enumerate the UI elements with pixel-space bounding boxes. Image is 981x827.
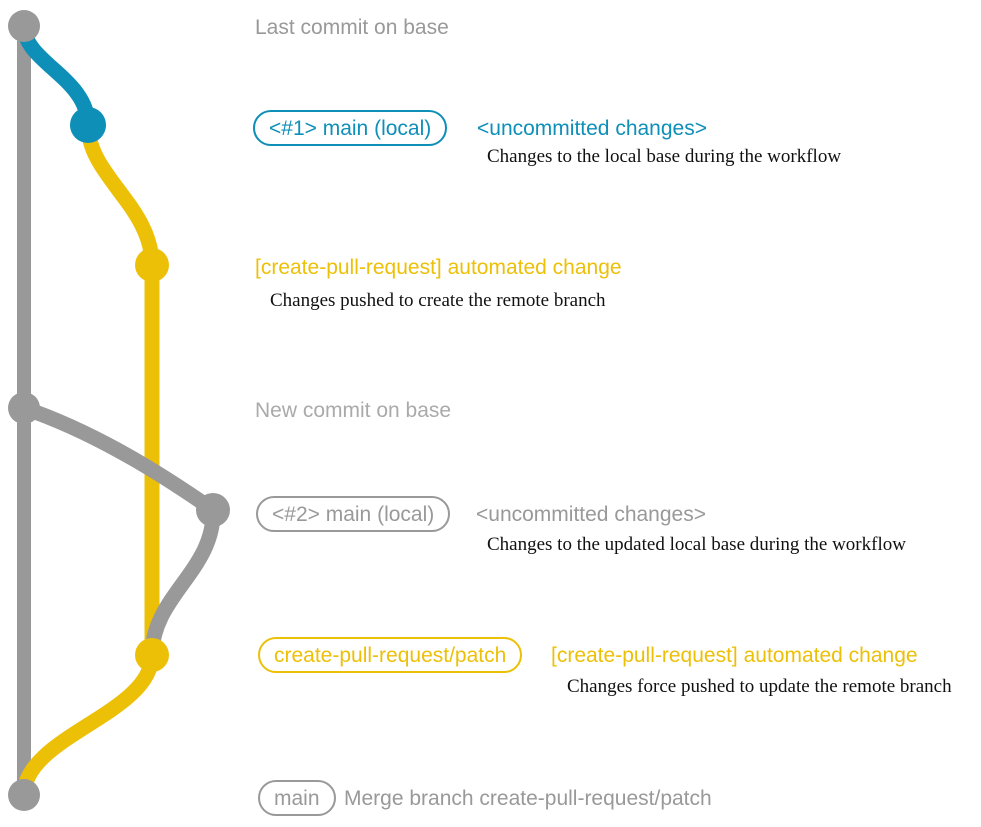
commit-description-uncommitted-2: Changes to the updated local base during… xyxy=(487,534,906,555)
ref-badge-local-main-2[interactable]: <#2> main (local) xyxy=(256,496,451,532)
node-local-2 xyxy=(196,493,230,527)
commit-subject-automated-change-create: [create-pull-request] automated change xyxy=(255,256,622,279)
graph-nodes xyxy=(8,10,230,811)
commit-subject-merge-branch: Merge branch create-pull-request/patch xyxy=(344,787,712,810)
commit-subject-automated-change-update: [create-pull-request] automated change xyxy=(551,644,918,667)
ref-badge-local-main-1[interactable]: <#1> main (local) xyxy=(253,110,448,146)
node-local-1 xyxy=(70,107,106,143)
ref-badge-main[interactable]: main xyxy=(258,780,336,816)
commit-label-new-commit-on-base: New commit on base xyxy=(255,399,452,422)
node-merge-commit xyxy=(8,779,40,811)
graph-edges xyxy=(16,18,221,803)
edge-patch2-to-merge xyxy=(16,647,160,803)
edge-basenew-to-local2 xyxy=(16,400,221,518)
node-patch-2 xyxy=(135,638,169,672)
commit-description-uncommitted-1: Changes to the local base during the wor… xyxy=(487,146,842,167)
node-patch-1 xyxy=(135,248,169,282)
commit-subject-uncommitted-2: <uncommitted changes> xyxy=(476,503,706,526)
node-base-new xyxy=(8,392,40,424)
node-base-head xyxy=(8,10,40,42)
commit-subject-uncommitted-1: <uncommitted changes> xyxy=(477,117,707,140)
ref-badge-create-pull-request-patch[interactable]: create-pull-request/patch xyxy=(258,637,523,673)
commit-label-last-commit-on-base: Last commit on base xyxy=(255,16,449,39)
commit-description-automated-change-create: Changes pushed to create the remote bran… xyxy=(270,290,606,311)
edge-local1-to-patch1 xyxy=(80,117,160,273)
commit-description-automated-change-update: Changes force pushed to update the remot… xyxy=(567,676,952,697)
edge-local2-to-patch2 xyxy=(144,502,221,663)
